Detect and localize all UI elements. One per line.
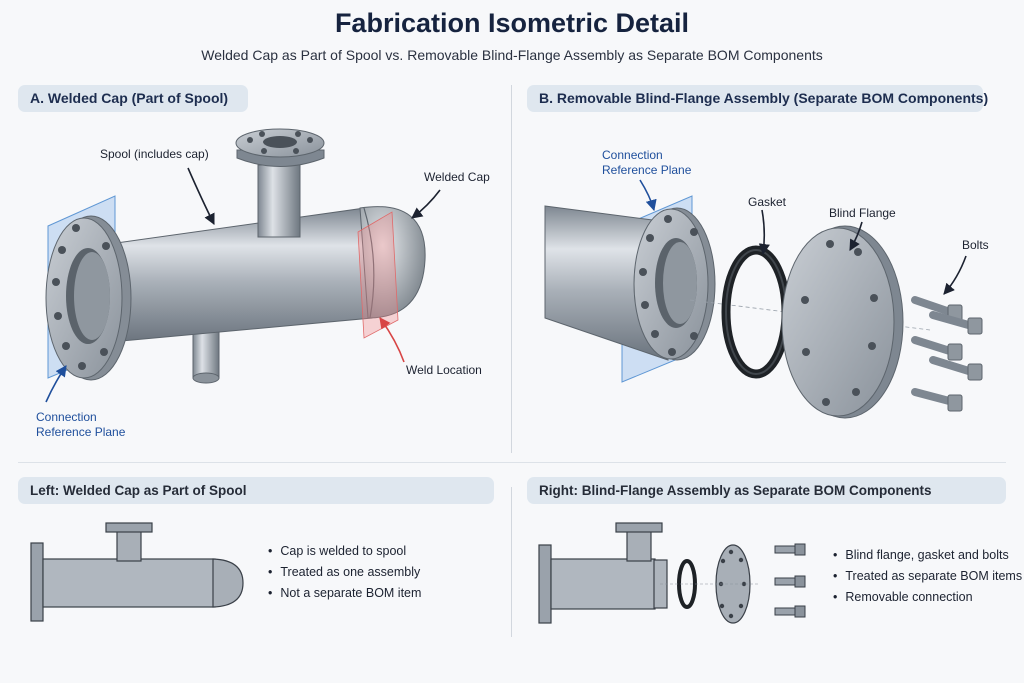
label-bolts: Bolts <box>962 238 989 252</box>
summary-right-bullets: Blind flange, gasket and bolts Treated a… <box>833 545 1022 608</box>
bolt <box>929 356 983 381</box>
welded-cap-leader <box>411 189 441 219</box>
bolts <box>911 296 983 412</box>
schematic-left <box>30 522 244 622</box>
summary-right-bullet: Blind flange, gasket and bolts <box>833 545 1022 566</box>
label-ref-plane-b-line2: Reference Plane <box>602 163 692 177</box>
label-welded-cap: Welded Cap <box>424 170 490 184</box>
schematic-right <box>538 522 806 624</box>
end-flange-a <box>45 215 132 381</box>
label-weld-location: Weld Location <box>406 363 482 377</box>
label-ref-plane-a-line1: Connection <box>36 410 97 424</box>
summary-left-bullet: Cap is welded to spool <box>268 541 421 562</box>
summary-left-bullets: Cap is welded to spool Treated as one as… <box>268 541 421 604</box>
main-pipe-a <box>94 207 373 344</box>
ref-plane-b-leader <box>639 179 657 212</box>
page-title: Fabrication Isometric Detail <box>334 8 690 38</box>
weld-location-leader <box>379 317 405 363</box>
summary-right-bullet: Removable connection <box>833 587 1022 608</box>
blind-flange-leader <box>849 221 863 251</box>
main-pipe-b <box>544 205 669 361</box>
panel-b-heading: B. Removable Blind-Flange Assembly (Sepa… <box>527 85 988 112</box>
section-divider <box>18 462 1006 463</box>
panel-a-heading: A. Welded Cap (Part of Spool) <box>18 85 248 112</box>
blind-flange <box>781 225 904 419</box>
summary-left-bullet: Not a separate BOM item <box>268 583 421 604</box>
summary-left-bullet: Treated as one assembly <box>268 562 421 583</box>
page-subtitle: Welded Cap as Part of Spool vs. Removabl… <box>201 47 823 63</box>
gasket-leader <box>758 209 770 256</box>
label-gasket: Gasket <box>748 195 787 209</box>
bolts-leader <box>943 255 967 295</box>
bolt <box>911 336 963 361</box>
ref-plane-a-leader <box>45 365 67 403</box>
label-ref-plane-a: Connection Reference Plane <box>36 410 125 440</box>
bolt <box>929 311 983 335</box>
label-ref-plane-a-line2: Reference Plane <box>36 425 126 439</box>
label-blind-flange: Blind Flange <box>829 206 896 220</box>
summary-left-heading: Left: Welded Cap as Part of Spool <box>18 477 494 504</box>
spool-leader <box>187 167 215 226</box>
summary-divider <box>511 487 512 637</box>
end-flange-b <box>633 207 716 361</box>
summary-right-heading: Right: Blind-Flange Assembly as Separate… <box>527 477 1006 504</box>
label-spool: Spool (includes cap) <box>100 147 209 161</box>
label-ref-plane-b-line1: Connection <box>602 148 663 162</box>
panel-divider <box>511 85 512 453</box>
summary-right-bullet: Treated as separate BOM items <box>833 566 1022 587</box>
bolt <box>911 388 963 412</box>
weld-plane <box>357 211 399 339</box>
label-ref-plane-b: Connection Reference Plane <box>602 148 691 178</box>
top-nozzle <box>235 128 325 238</box>
gasket <box>721 245 791 379</box>
welded-cap <box>359 206 426 319</box>
